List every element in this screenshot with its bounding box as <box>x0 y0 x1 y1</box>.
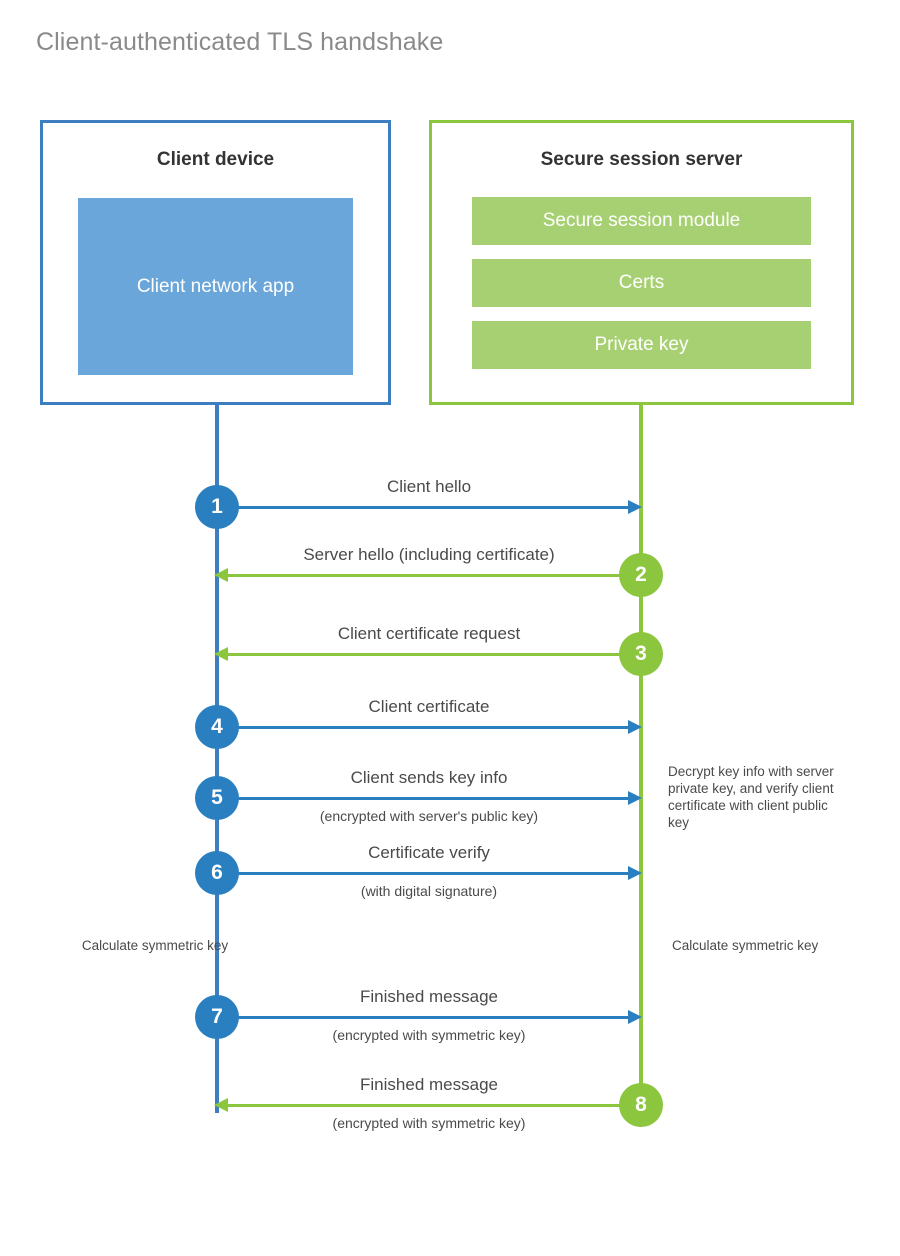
step-label: Finished message <box>360 987 498 1006</box>
server-calculate-symmetric-key-note: Calculate symmetric key <box>672 938 819 953</box>
arrow-shaft <box>217 506 631 509</box>
arrow-shaft <box>228 1104 642 1107</box>
step-label: Client sends key info <box>350 768 508 787</box>
step-label: Finished message <box>360 1075 498 1094</box>
step-number-badge: 6 <box>195 851 239 895</box>
arrow-head-icon <box>628 791 642 805</box>
arrow-shaft <box>228 653 642 656</box>
arrow-head-icon <box>628 866 642 880</box>
arrow-shaft <box>217 1016 631 1019</box>
arrow-head-icon <box>214 1098 228 1112</box>
client-device-box: Client device Client network app <box>40 120 391 405</box>
server-component-private-key: Private key <box>472 321 811 369</box>
step-sublabel: (encrypted with symmetric key) <box>332 1027 526 1043</box>
arrow-head-icon <box>628 500 642 514</box>
step-number-badge: 2 <box>619 553 663 597</box>
step-number-badge: 8 <box>619 1083 663 1127</box>
step-sublabel: (encrypted with server's public key) <box>319 808 539 824</box>
server-lifeline <box>639 403 643 1113</box>
client-device-title: Client device <box>156 149 275 170</box>
server-component-certs: Certs <box>472 259 811 307</box>
arrow-shaft <box>217 726 631 729</box>
arrow-head-icon <box>628 720 642 734</box>
secure-session-server-title: Secure session server <box>540 149 743 170</box>
arrow-shaft <box>228 574 642 577</box>
server-component-secure-session-module: Secure session module <box>472 197 811 245</box>
server-components-list: Secure session module Certs Private key <box>472 197 811 369</box>
secure-session-server-box: Secure session server Secure session mod… <box>429 120 854 405</box>
arrow-shaft <box>217 872 631 875</box>
client-network-app-block: Client network app <box>78 198 353 375</box>
step-number-badge: 1 <box>195 485 239 529</box>
client-calculate-symmetric-key-note: Calculate symmetric key <box>81 938 229 953</box>
step-sublabel: (with digital signature) <box>360 883 498 899</box>
arrow-shaft <box>217 797 631 800</box>
client-lifeline <box>215 403 219 1113</box>
arrow-head-icon <box>628 1010 642 1024</box>
step-sublabel: (encrypted with symmetric key) <box>332 1115 526 1131</box>
arrow-head-icon <box>214 647 228 661</box>
step-label: Client certificate request <box>337 624 521 643</box>
server-component-label: Private key <box>594 334 689 355</box>
server-component-label: Certs <box>618 272 665 293</box>
arrow-head-icon <box>214 568 228 582</box>
step-number-badge: 4 <box>195 705 239 749</box>
step-number-badge: 3 <box>619 632 663 676</box>
step-label: Client hello <box>386 477 472 496</box>
step-number-badge: 7 <box>195 995 239 1039</box>
step-label: Certificate verify <box>368 843 490 862</box>
step-number-badge: 5 <box>195 776 239 820</box>
step-label: Server hello (including certificate) <box>303 545 555 564</box>
server-decrypt-note: Decrypt key info with server private key… <box>668 764 834 830</box>
page-title: Client-authenticated TLS handshake <box>36 28 444 56</box>
server-component-label: Secure session module <box>542 210 741 231</box>
client-network-app-label: Client network app <box>136 275 295 297</box>
step-label: Client certificate <box>368 697 490 716</box>
